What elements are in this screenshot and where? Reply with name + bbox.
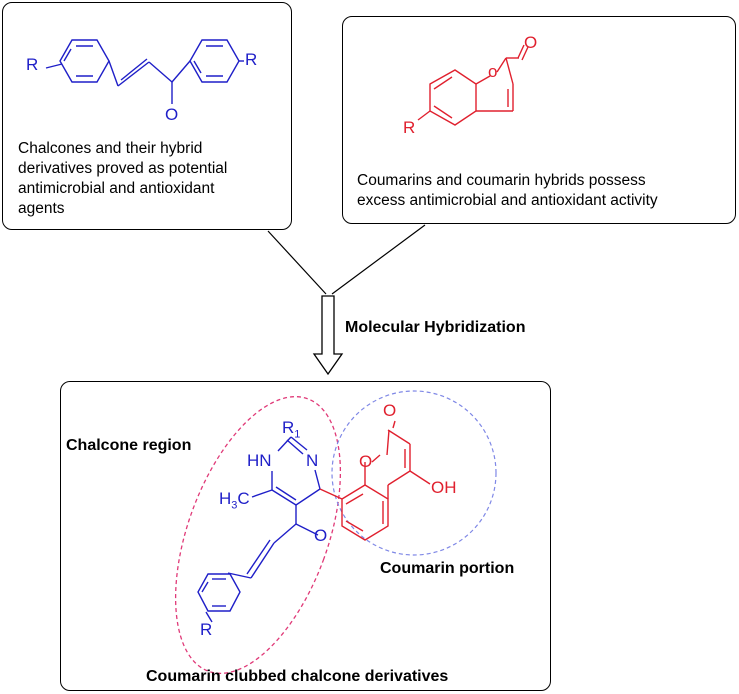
atom-ring-o: O bbox=[359, 452, 373, 471]
coumarin-description-line-1: Coumarins and coumarin hybrids possess bbox=[357, 172, 646, 189]
chalcone-region-ellipse bbox=[174, 396, 342, 674]
chalcone-r-right: R bbox=[245, 50, 258, 69]
atom-ketone-o: O bbox=[314, 526, 328, 545]
coumarin-structure bbox=[417, 44, 529, 126]
atom-oh: OH bbox=[431, 478, 457, 497]
atom-carbonyl-o: O bbox=[383, 401, 397, 420]
coumarin-info-box bbox=[342, 16, 736, 224]
chalcone-structure bbox=[45, 39, 244, 104]
coumarin-portion-circle bbox=[331, 390, 497, 556]
hybrid-caption: Coumarin clubbed chalcone derivatives bbox=[146, 668, 449, 685]
chalcone-description-line-2: derivatives proved as potential bbox=[18, 160, 228, 177]
chalcone-carbonyl-o: O bbox=[165, 105, 179, 124]
chalcone-description-line-1: Chalcones and their hybrid bbox=[18, 140, 203, 157]
chalcone-description-line-3: antimicrobial and antioxidant bbox=[18, 180, 215, 197]
atom-r: R bbox=[200, 620, 213, 639]
chalcone-info-box bbox=[2, 2, 292, 230]
converging-lines bbox=[267, 224, 426, 295]
coumarin-carbonyl-o: O bbox=[524, 33, 538, 52]
atom-h3c: H3C bbox=[219, 489, 250, 512]
coumarin-ring-o: o bbox=[488, 62, 498, 81]
atom-n: N bbox=[306, 451, 319, 470]
chalcone-description-line-4: agents bbox=[18, 200, 65, 217]
chalcone-region-label: Chalcone region bbox=[66, 437, 192, 454]
coumarin-portion-label: Coumarin portion bbox=[380, 560, 515, 577]
atom-r1: R1 bbox=[282, 418, 301, 441]
hybridization-arrow bbox=[312, 295, 344, 376]
atom-hn: HN bbox=[247, 451, 272, 470]
hybrid-chalcone-part bbox=[197, 436, 321, 623]
chalcone-r-left: R bbox=[26, 55, 39, 74]
hybrid-product-box bbox=[60, 381, 551, 691]
coumarin-r: R bbox=[403, 118, 416, 137]
hybrid-coumarin-part bbox=[319, 420, 431, 541]
molecular-hybridization-label: Molecular Hybridization bbox=[345, 319, 526, 336]
coumarin-description-line-2: excess antimicrobial and antioxidant act… bbox=[357, 192, 658, 209]
